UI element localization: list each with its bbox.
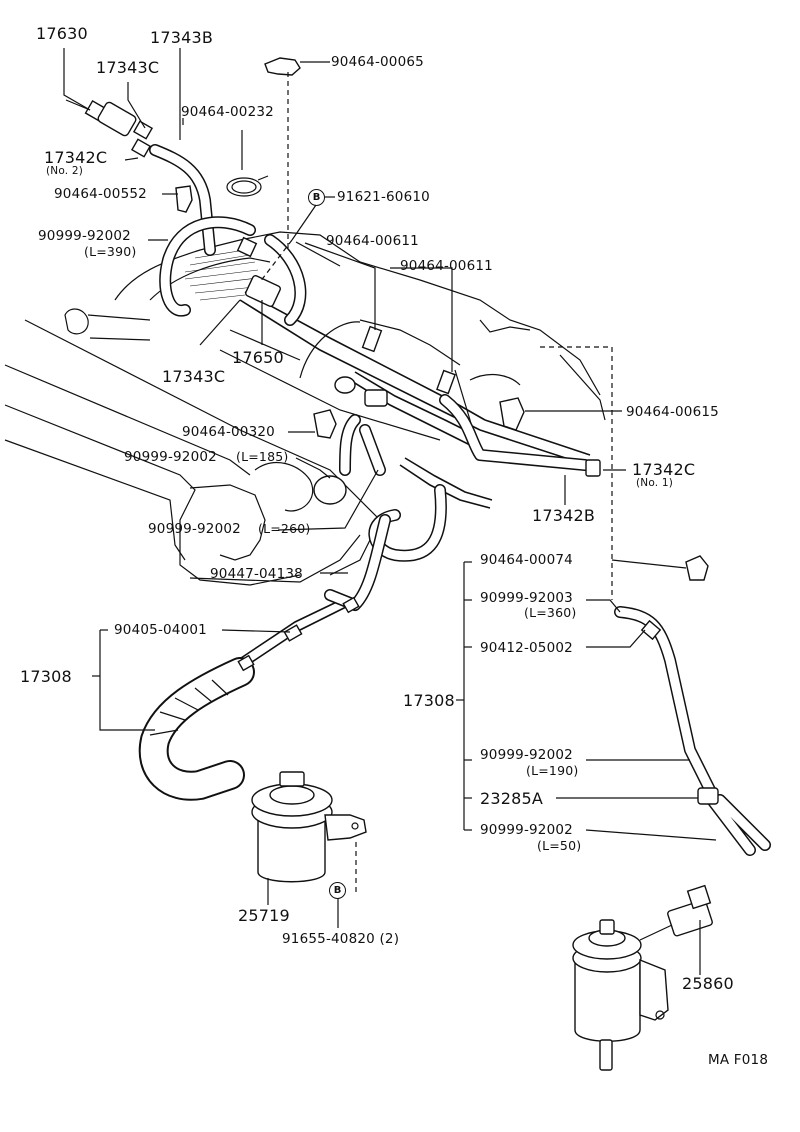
label-17343c-top: 17343C [96,58,160,77]
label-17308-right: 17308 [403,691,455,710]
label-17342c-no1-note: (No. 1) [636,477,674,489]
label-90464-00611-a: 90464-00611 [326,233,419,249]
label-90999-92003-note: (L=360) [524,605,577,620]
bolt-marker-b-top: B [308,189,325,206]
label-17650: 17650 [232,348,284,367]
hoses [138,144,771,856]
label-90999-92002-l260: 90999-92002 [148,521,241,537]
ring-90464-00232 [226,175,269,197]
label-90999-92002-l185-note: (L=185) [236,449,289,464]
label-90447-04138: 90447-04138 [210,566,303,582]
label-17343b: 17343B [150,28,214,47]
label-90464-00074: 90464-00074 [480,552,573,568]
clip-17342c-no1 [585,459,601,477]
label-90464-00552: 90464-00552 [54,186,147,202]
label-90464-00320: 90464-00320 [182,424,275,440]
label-25860: 25860 [682,974,734,993]
label-91621-60610: 91621-60610 [337,189,430,205]
label-90999-92002-l185: 90999-92002 [124,449,217,465]
label-90999-92002-l390-note: (L=390) [84,244,137,259]
label-17342c-no1: 17342C [632,460,696,479]
label-17342c-no2-note: (No. 2) [46,165,84,177]
joint-23285a [697,787,719,805]
label-90999-92002-l190-note: (L=190) [526,763,579,778]
vsv-17650 [236,236,281,308]
clip-90464-00074 [685,555,709,581]
clip-90464-00615 [499,397,525,431]
label-90999-92002-l190: 90999-92002 [480,747,573,763]
label-90412-05002: 90412-05002 [480,640,573,656]
clip-90464-00320 [313,409,337,439]
clip-90464-00552 [175,185,193,213]
label-17308-left: 17308 [20,667,72,686]
connector-90412-05002 [640,619,662,641]
canister-25719 [251,771,367,883]
clip-17343c-top [130,120,154,158]
label-25719: 25719 [238,906,290,925]
label-17343c-bottom: 17343C [162,367,226,386]
label-17630: 17630 [36,24,88,43]
leader-lines [63,48,717,975]
diagram-code: MA F018 [708,1052,769,1068]
label-90464-00611-b: 90464-00611 [400,258,493,274]
label-90999-92002-l390: 90999-92002 [38,228,131,244]
hose-tape-bands [149,679,229,736]
label-90999-92002-l50-note: (L=50) [537,838,582,853]
label-90464-00065: 90464-00065 [331,54,424,70]
label-23285a: 23285A [480,789,544,808]
clamp-90464-00065 [264,57,301,76]
clips-90464-00611 [361,325,456,395]
component-17630 [65,99,137,137]
vacuum-valve-small [313,376,388,505]
label-91655-40820: 91655-40820 (2) [282,931,400,947]
label-90405-04001: 90405-04001 [114,622,207,638]
check-valves-90405-04001 [237,596,360,672]
bolt-marker-b-bottom: B [329,882,346,899]
label-90464-00232: 90464-00232 [181,104,274,120]
label-90999-92003: 90999-92003 [480,590,573,606]
label-17342b: 17342B [532,506,596,525]
label-17342c-no2: 17342C [44,148,108,167]
label-90999-92002-l50: 90999-92002 [480,822,573,838]
label-90464-00615: 90464-00615 [626,404,719,420]
label-90999-92002-l260-note: (L=260) [258,521,311,536]
valve-25860 [572,884,713,1071]
